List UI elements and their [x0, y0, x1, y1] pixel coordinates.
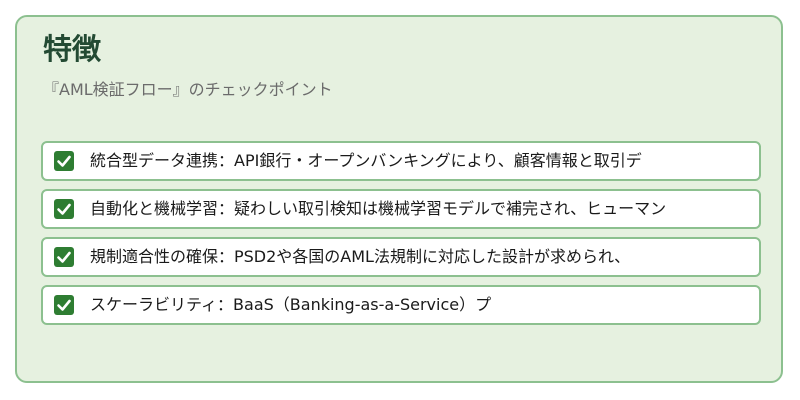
checkbox-checked-icon[interactable]	[54, 247, 74, 267]
checkpoint-text: 統合型データ連携：API銀行・オープンバンキングにより、顧客情報と取引デ	[90, 151, 642, 170]
checkbox-checked-icon[interactable]	[54, 151, 74, 171]
checkpoint-text: スケーラビリティ：BaaS（Banking-as-a-Service）プ	[90, 295, 492, 314]
checkpoint-item: スケーラビリティ：BaaS（Banking-as-a-Service）プ	[41, 285, 761, 325]
checkpoint-text: 規制適合性の確保：PSD2や各国のAML法規制に対応した設計が求められ、	[90, 247, 631, 266]
checkpoint-item: 自動化と機械学習：疑わしい取引検知は機械学習モデルで補完され、ヒューマン	[41, 189, 761, 229]
checkpoint-item: 規制適合性の確保：PSD2や各国のAML法規制に対応した設計が求められ、	[41, 237, 761, 277]
features-card: 特徴 『AML検証フロー』のチェックポイント 統合型データ連携：API銀行・オー…	[15, 15, 783, 383]
checkbox-checked-icon[interactable]	[54, 199, 74, 219]
checkbox-checked-icon[interactable]	[54, 295, 74, 315]
checkpoint-text: 自動化と機械学習：疑わしい取引検知は機械学習モデルで補完され、ヒューマン	[90, 199, 667, 218]
section-title: 特徴	[43, 32, 102, 66]
checkpoint-list: 統合型データ連携：API銀行・オープンバンキングにより、顧客情報と取引デ 自動化…	[41, 141, 761, 333]
checkpoint-item: 統合型データ連携：API銀行・オープンバンキングにより、顧客情報と取引デ	[41, 141, 761, 181]
section-subtitle: 『AML検証フロー』のチェックポイント	[43, 80, 333, 99]
